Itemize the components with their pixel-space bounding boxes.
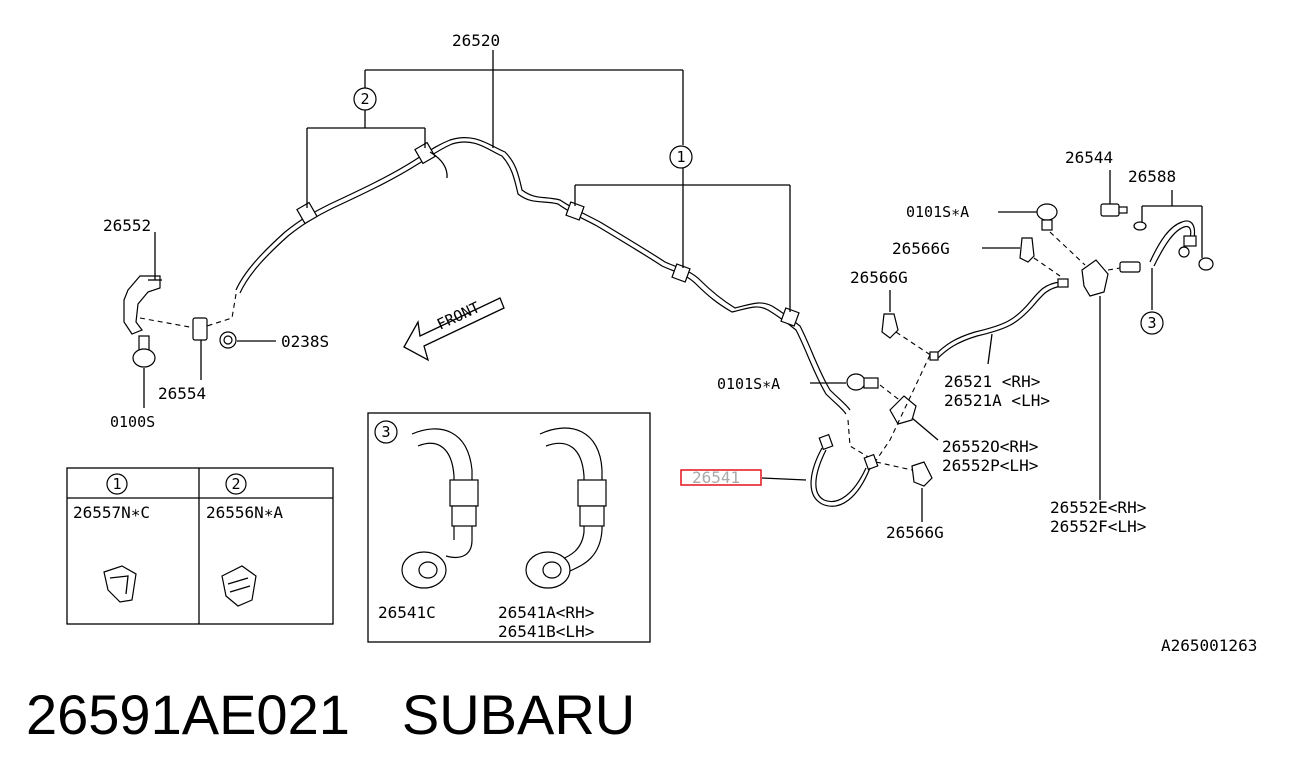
label-26566g-2: 26566G — [850, 268, 908, 287]
pipe-clip-2b — [414, 141, 448, 179]
clip-26566g-3 — [875, 461, 933, 522]
label-26552e-rh: 26552E<RH> — [1050, 498, 1146, 517]
connector-26554 — [139, 293, 237, 380]
legend-col1-num: 1 — [112, 475, 121, 493]
label-26566g-3: 26566G — [886, 523, 944, 542]
callout-3-right: 3 — [1140, 311, 1164, 335]
brand-name: SUBARU — [401, 683, 636, 746]
label-0101s-mid: 0101S∗A — [717, 375, 780, 393]
part-number: 26591AE021 — [26, 683, 350, 746]
label-0101s-top: 0101S∗A — [906, 203, 969, 221]
clip-26557n-icon — [103, 565, 137, 603]
label-0100s: 0100S — [110, 413, 155, 431]
label-26521-rh: 26521 <RH> — [944, 372, 1040, 391]
pipe-clip-2a — [296, 201, 318, 225]
label-26544: 26544 — [1065, 148, 1113, 167]
bracket-26552 — [123, 232, 162, 335]
label-26541[interactable]: 26541 — [692, 468, 740, 487]
reference-code: A265001263 — [1161, 636, 1257, 655]
label-0238s: 0238S — [281, 332, 329, 351]
brake-pipe-26520 — [235, 137, 851, 415]
hose-26541c-icon — [401, 428, 479, 589]
label-26521a-lh: 26521A <LH> — [944, 391, 1050, 410]
pipe-clip-1c — [780, 307, 800, 327]
bolt-26544 — [1100, 170, 1147, 231]
bolt-0100s — [132, 335, 156, 408]
legend-col2-num: 2 — [231, 475, 240, 493]
leaders-26520 — [306, 50, 791, 312]
callout-1-top: 1 — [669, 145, 693, 169]
label-26541b-lh: 26541B<LH> — [498, 622, 594, 641]
label-26541c: 26541C — [378, 603, 436, 622]
label-26566g-1: 26566G — [892, 239, 950, 258]
callout-2-top: 2 — [353, 87, 377, 111]
legend-table: 1 2 26557N∗C 26556N∗A — [66, 467, 334, 625]
inset-3: 3 26541C 26541A<RH> 26541B<LH> — [367, 412, 651, 643]
label-26554: 26554 — [158, 384, 206, 403]
hose-26541 — [761, 433, 879, 507]
legend-col1-part: 26557N∗C — [73, 503, 150, 522]
front-arrow-icon — [403, 297, 505, 362]
callout-1-text: 1 — [676, 148, 685, 166]
label-front: FRONT — [434, 298, 483, 333]
label-26552f-lh: 26552F<LH> — [1050, 517, 1146, 536]
label-26541a-rh: 26541A<RH> — [498, 603, 594, 622]
highlight-box — [680, 469, 762, 486]
clip-26556n-icon — [221, 565, 257, 607]
label-26520: 26520 — [452, 31, 500, 50]
inset-3-num: 3 — [381, 423, 390, 441]
bolt-0101s-mid — [810, 373, 903, 403]
clip-26566g-1 — [982, 237, 1061, 277]
label-26552p-lh: 26552P<LH> — [942, 456, 1038, 475]
hose-26541a-icon — [525, 427, 607, 589]
footer-title: 26591AE021 SUBARU — [26, 682, 635, 747]
pipe-clip-1a — [565, 201, 585, 221]
callout-3-right-text: 3 — [1147, 314, 1156, 332]
pipe-26521 — [929, 278, 1069, 365]
pipe-26588 — [1119, 190, 1214, 310]
pipe-clip-1b — [671, 263, 691, 283]
bracket-26552e — [1081, 259, 1121, 500]
callout-2-text: 2 — [360, 90, 369, 108]
bolt-0101s-top — [998, 203, 1086, 266]
label-26588: 26588 — [1128, 167, 1176, 186]
clip-26566g-2 — [881, 290, 933, 357]
label-26552: 26552 — [103, 216, 151, 235]
nut-0238s — [219, 331, 276, 349]
legend-col2-part: 26556N∗A — [206, 503, 283, 522]
label-26552o-rh: 26552O<RH> — [942, 437, 1038, 456]
bracket-26552o — [847, 354, 939, 463]
